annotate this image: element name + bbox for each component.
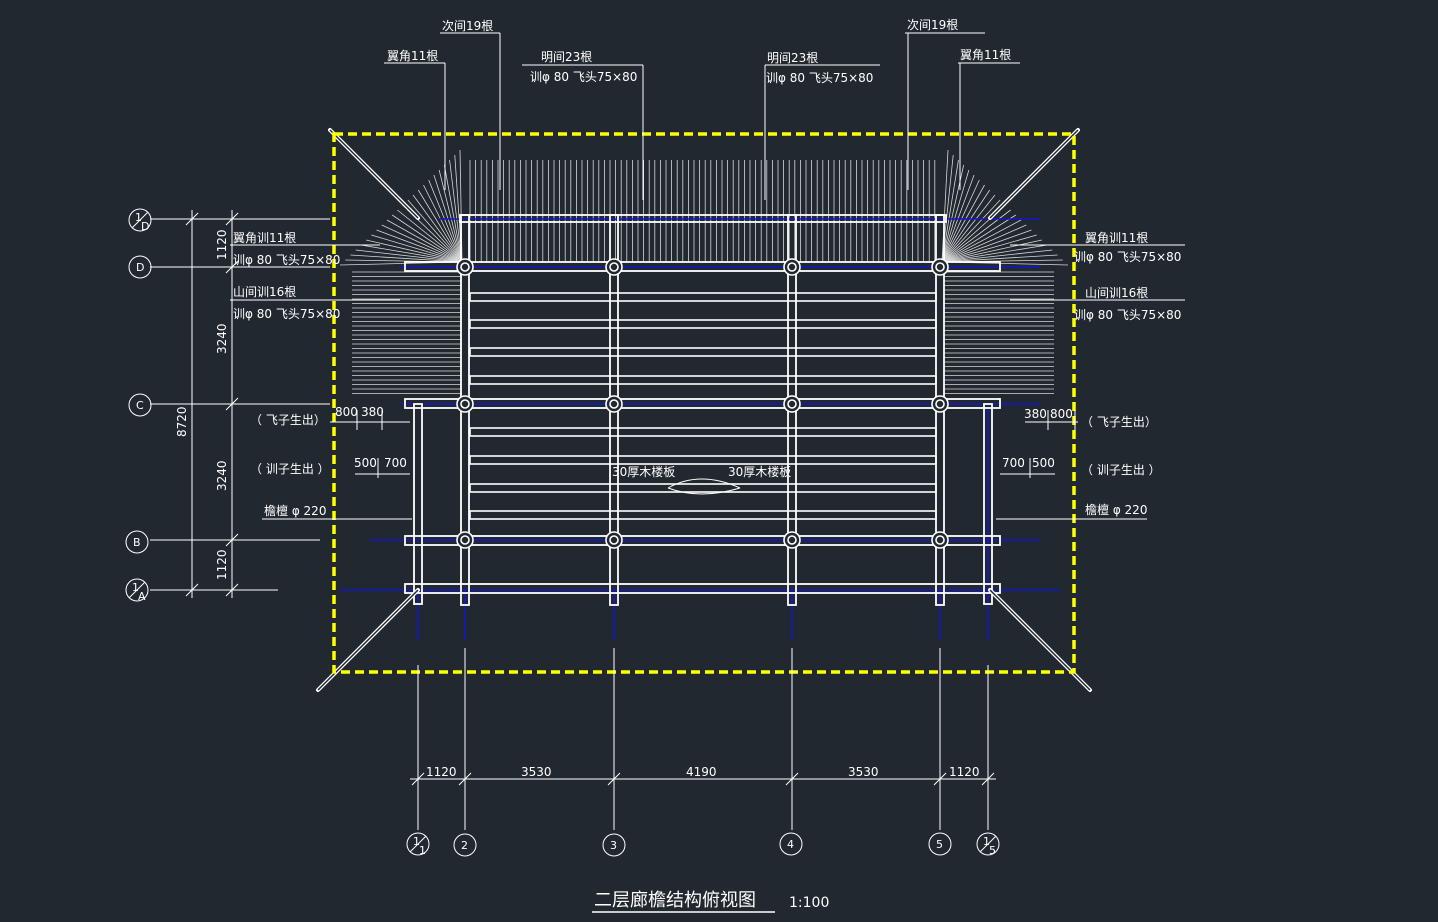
leader-lines: [230, 32, 1185, 520]
hdim-2: 3530: [521, 765, 552, 779]
floor-boards: [469, 292, 937, 520]
label-right-shan-1: 山间训16根: [1085, 286, 1148, 300]
hdim-1: 1120: [426, 765, 457, 779]
label-left-xunzi: （ 训子生出 ）: [250, 462, 330, 476]
dim-left-500: 500: [354, 456, 377, 470]
axis-c1-num: 1: [413, 835, 420, 848]
dim-right-500: 500: [1032, 456, 1055, 470]
rafter-lines: [339, 149, 1069, 266]
vdim-1120-bottom: 1120: [215, 549, 229, 580]
label-right-xunzi: （ 训子生出 ）: [1081, 463, 1161, 477]
column-axis-bubbles: [406, 832, 1000, 857]
label-right-feizi: （ 飞子生出）: [1081, 415, 1157, 429]
label-left-shan-1: 山间训16根: [233, 285, 296, 299]
label-right-yantan: 檐檀 φ 220: [1085, 502, 1147, 517]
label-floor-left: 30厚木楼板: [612, 464, 675, 479]
beams: [404, 214, 1001, 606]
axis-c1-sub: 1: [419, 844, 426, 857]
axis-b: B: [133, 536, 141, 549]
label-left-shan-2: 训φ 80 飞头75×80: [233, 307, 340, 321]
axis-c: C: [136, 399, 144, 412]
vdim-3240-a: 3240: [215, 323, 229, 354]
drawing-title: 二层廊檐结构俯视图: [594, 890, 756, 911]
label-yi-left: 翼角11根: [387, 49, 438, 63]
label-left-yantan: 檐檀 φ 220: [264, 503, 326, 518]
label-ming-left-1: 明间23根: [541, 50, 592, 64]
label-yi-right: 翼角11根: [960, 48, 1011, 62]
axis-c3: 3: [610, 839, 617, 852]
dim-left-380: 380: [361, 405, 384, 419]
axis-a1-letter: A: [138, 590, 146, 603]
label-right-yi-2: 训φ 80 飞头75×80: [1074, 250, 1181, 264]
vertical-dimension-lines: [150, 210, 330, 598]
axis-d: D: [136, 261, 144, 274]
hdim-5: 1120: [949, 765, 980, 779]
label-right-yi-1: 翼角训11根: [1085, 231, 1148, 245]
vdim-3240-b: 3240: [215, 460, 229, 491]
centerlines: [340, 218, 1060, 640]
axis-c4: 4: [787, 838, 794, 851]
dim-right-380: 380: [1024, 407, 1047, 421]
label-right-shan-2: 训φ 80 飞头75×80: [1074, 308, 1181, 322]
drawing-scale: 1:100: [789, 895, 829, 911]
label-floor-right: 30厚木楼板: [728, 464, 791, 479]
axis-c6-sub: 5: [989, 844, 996, 857]
dim-left-700: 700: [384, 456, 407, 470]
dim-right-700: 700: [1002, 456, 1025, 470]
label-ci-left: 次间19根: [442, 19, 493, 33]
vdim-total: 8720: [175, 406, 189, 437]
axis-a1-num: 1: [132, 581, 139, 594]
axis-c2: 2: [461, 839, 468, 852]
eave-boundary: [332, 132, 1076, 674]
label-left-yi-1: 翼角训11根: [233, 231, 296, 245]
axis-d1-num: 1: [135, 211, 142, 224]
label-ci-right: 次间19根: [907, 18, 958, 32]
column-posts: [456, 258, 949, 549]
label-left-feizi: （ 飞子生出）: [250, 413, 326, 427]
dim-right-800: 800: [1050, 407, 1073, 421]
label-left-yi-2: 训φ 80 飞头75×80: [233, 253, 340, 267]
label-ming-right-2: 训φ 80 飞头75×80: [766, 71, 873, 85]
dim-left-800: 800: [335, 405, 358, 419]
axis-c6-num: 1: [983, 835, 990, 848]
vdim-1120-top: 1120: [215, 229, 229, 260]
axis-c5: 5: [936, 838, 943, 851]
horizontal-dimension-lines: [410, 648, 996, 830]
row-axis-bubbles: [125, 208, 152, 602]
hdim-4: 3530: [848, 765, 879, 779]
side-dimension-lines: [330, 410, 1078, 478]
label-ming-left-2: 训φ 80 飞头75×80: [530, 70, 637, 84]
hdim-3: 4190: [686, 765, 717, 779]
axis-d1-letter: D: [141, 220, 149, 233]
label-ming-right-1: 明间23根: [767, 51, 818, 65]
gable-rafters: [352, 271, 1054, 394]
